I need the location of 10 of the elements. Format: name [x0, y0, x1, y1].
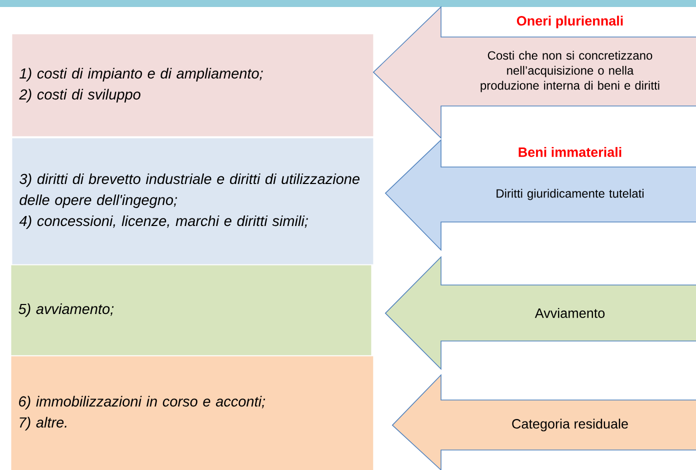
arrow-text: Costi che non si concretizzano nell’acquisizione o nella produzione interna di beni e diritti	[480, 50, 660, 92]
category-box: 6) immobilizzazioni in corso e acconti; 7) altre.	[11, 356, 374, 470]
category-box: 3) diritti di brevetto industriale e diritti di utilizzazione delle opere dell'ingegno; 4) concessioni, licenze, marchi e diritti simili;	[12, 138, 374, 264]
arrow-text: Avviamento	[534, 308, 605, 318]
category-box: 1) costi di impianto e di ampliamento; 2) costi di sviluppo	[12, 34, 374, 136]
arrow-title: Beni immateriali	[518, 147, 622, 157]
category-box: 5) avviamento;	[11, 265, 372, 356]
arrow-title: Oneri pluriennali	[516, 16, 623, 28]
arrow-text: Diritti giuridicamente tutelati	[496, 188, 644, 200]
arrow-text: Categoria residuale	[512, 418, 628, 432]
